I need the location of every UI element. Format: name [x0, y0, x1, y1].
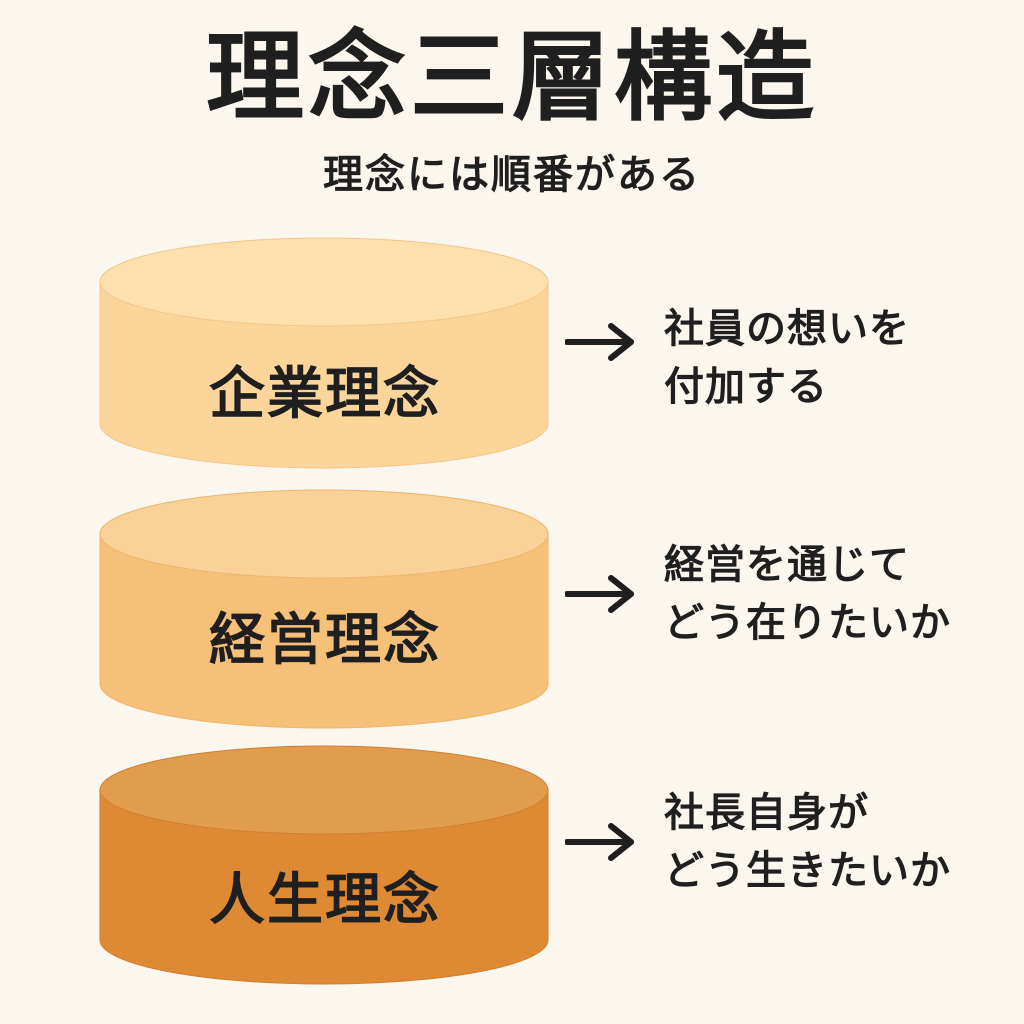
layer-cylinder-1	[99, 237, 549, 469]
layer-description-3-line-2: どう生きたいか	[664, 848, 951, 894]
layer-description-2-line-2: どう在りたいか	[664, 600, 951, 646]
layer-description-1: 社員の想いを 付加する	[664, 300, 1004, 416]
layer-cylinder-2-top	[99, 489, 549, 579]
layer-cylinder-2-side	[99, 533, 549, 729]
arrow-right-icon	[565, 575, 634, 613]
page-subtitle: 理念には順番がある	[323, 152, 701, 198]
layer-cylinder-2	[99, 489, 549, 729]
layer-cylinder-1-side	[99, 281, 549, 469]
layer-description-1-line-2: 付加する	[664, 364, 828, 410]
layer-label-2: 経営理念	[209, 608, 441, 673]
page-title: 理念三層構造	[205, 21, 818, 135]
layer-description-1-line-1: 社員の想いを	[664, 306, 910, 352]
arrow-right-icon	[565, 823, 634, 861]
layer-description-3: 社長自身が どう生きたいか	[664, 784, 1004, 900]
layer-label-3: 人生理念	[209, 868, 441, 933]
layer-cylinder-3-side	[99, 789, 549, 985]
layer-description-2: 経営を通じて どう在りたいか	[664, 536, 1004, 652]
arrow-right-icon	[565, 323, 634, 361]
layer-description-3-line-1: 社長自身が	[664, 790, 869, 836]
layer-cylinder-3-top	[99, 745, 549, 835]
layer-description-2-line-1: 経営を通じて	[664, 542, 910, 588]
layer-cylinder-3	[99, 745, 549, 985]
layer-label-1: 企業理念	[209, 362, 441, 427]
layer-cylinder-1-top	[99, 237, 549, 327]
